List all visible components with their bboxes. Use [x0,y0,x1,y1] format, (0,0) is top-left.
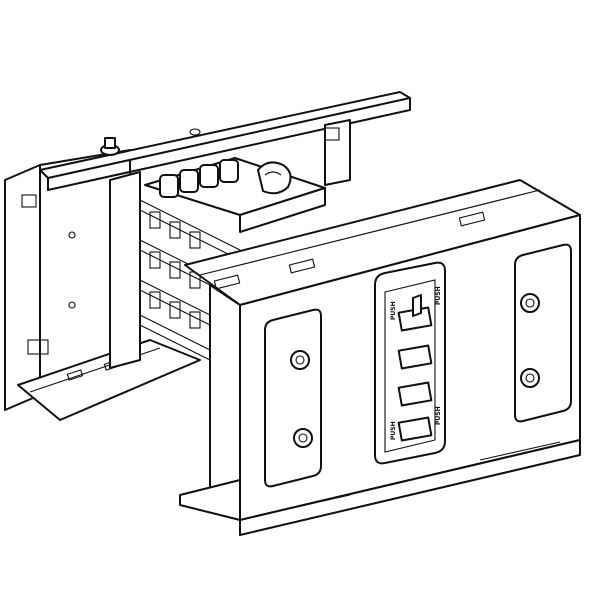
terminal-blocks [144,157,326,233]
top-bolt [100,128,201,156]
push-label: PUSH [435,406,442,425]
push-label: PUSH [390,421,397,440]
mounting-feet [179,439,581,536]
top-cover-rail [39,91,411,191]
push-label: PUSH [435,286,442,305]
push-label: PUSH [390,301,397,320]
bolt-fixings [290,293,540,448]
rear-housing [4,149,201,421]
access-panel: PUSH PUSH PUSH PUSH [374,261,446,465]
